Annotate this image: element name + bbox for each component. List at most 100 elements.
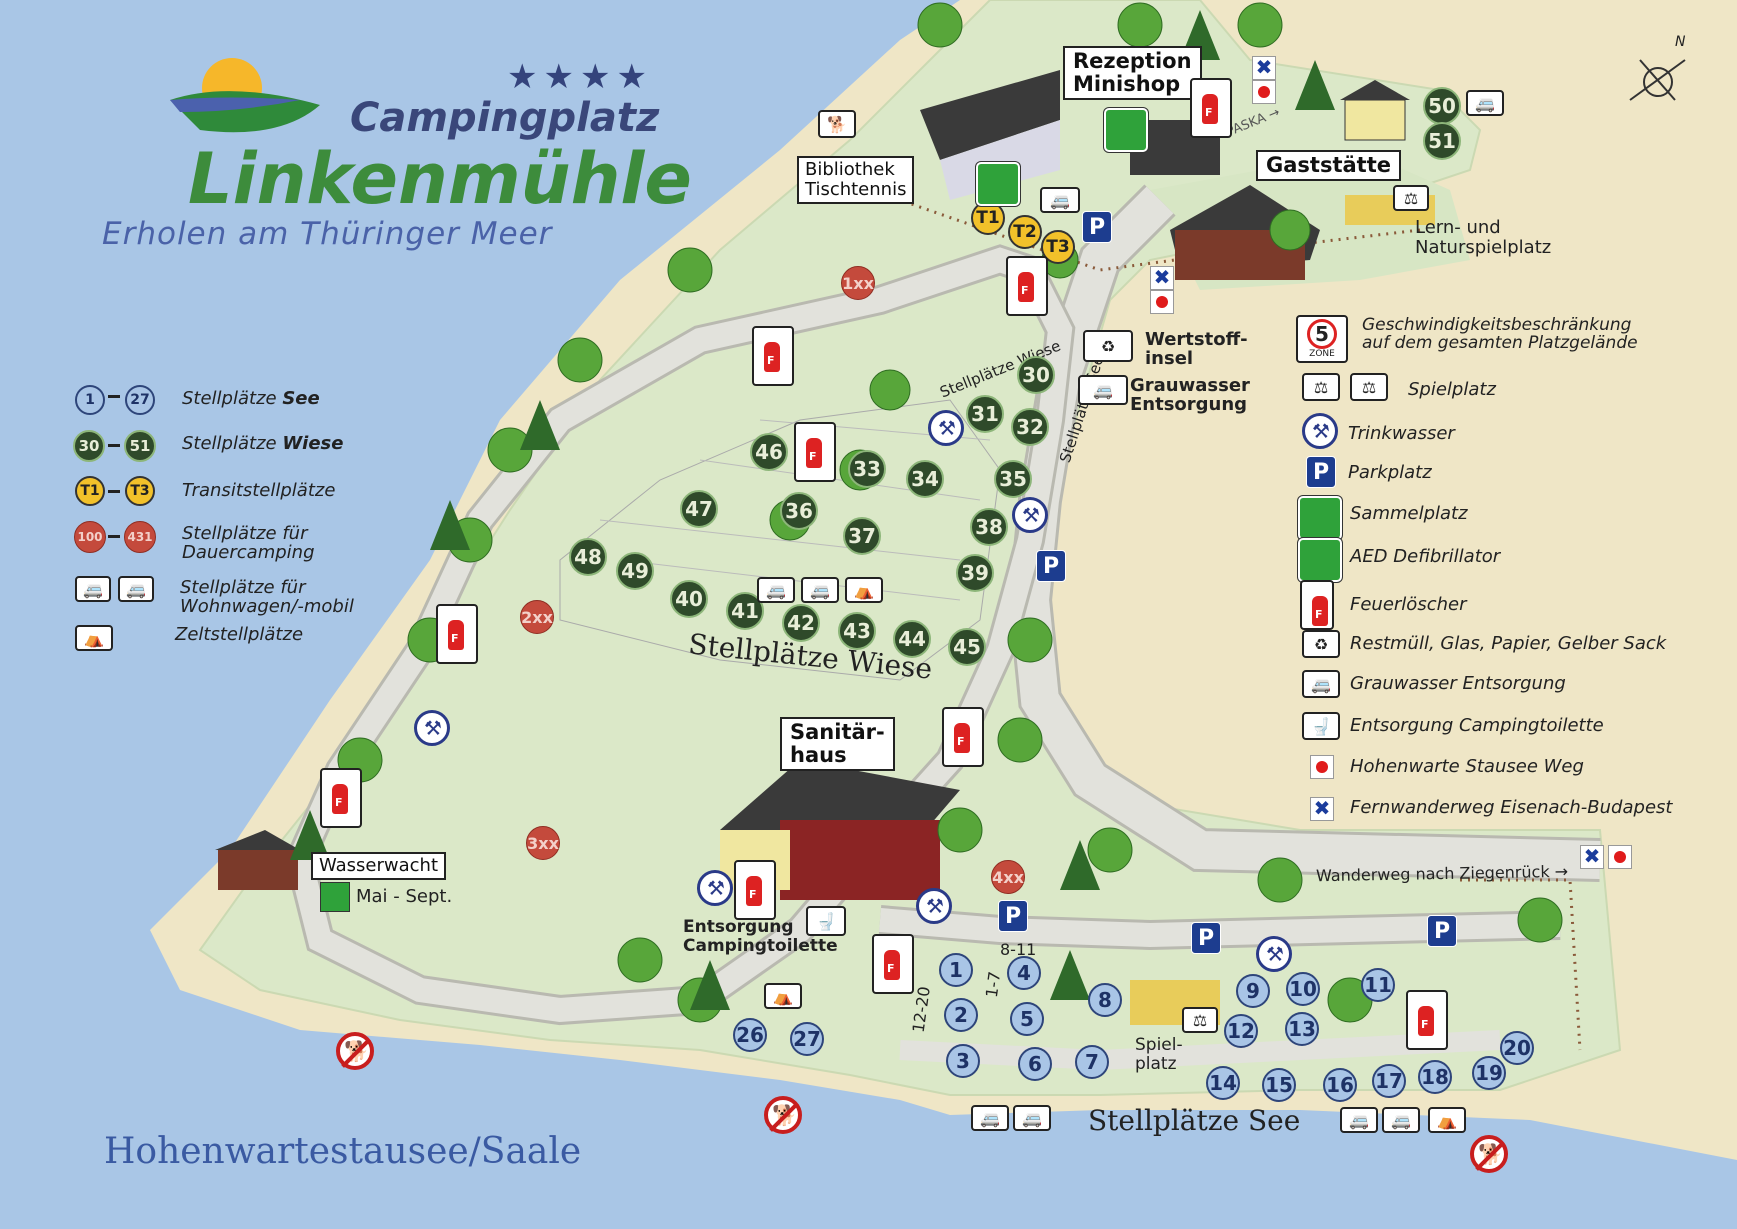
pitch-see[interactable]: 12 [1224,1014,1258,1048]
pitch-wiese[interactable]: 43 [838,612,876,650]
pitch-wiese[interactable]: 30 [1017,356,1055,394]
pitch-see[interactable]: 11 [1361,968,1395,1002]
extinguisher-icon [942,707,984,767]
entsorgung-label: Entsorgung Campingtoilette [683,917,838,956]
extinguisher-icon [734,860,776,920]
tap-icon [697,870,733,906]
pitch-wiese[interactable]: 34 [906,460,944,498]
pitch-see[interactable]: 8 [1088,983,1122,1017]
pitch-dauercamping[interactable]: 4xx [991,860,1025,894]
pitch-wiese[interactable]: 35 [994,460,1032,498]
sun-logo-icon [170,58,320,133]
playground-icon: ⚖ [1182,1007,1218,1033]
pitch-dauercamping[interactable]: 1xx [841,266,875,300]
pitch-wiese[interactable]: 38 [970,508,1008,546]
pitch-see[interactable]: 6 [1018,1047,1052,1081]
pitch-see[interactable]: 18 [1418,1060,1452,1094]
legend-dauer-text: Stellplätze für Dauercamping [182,523,315,563]
legend-see-to: 27 [125,385,155,415]
parking-icon: P [1306,456,1336,488]
pitch-see[interactable]: 17 [1372,1064,1406,1098]
pitch-see[interactable]: 16 [1323,1068,1357,1102]
tap-icon [1256,936,1292,972]
pitch-see[interactable]: 14 [1206,1066,1240,1100]
no-dog-icon [336,1032,374,1070]
reception-label: Rezeption Minishop [1063,46,1202,100]
pitch-see[interactable]: 10 [1286,972,1320,1006]
no-dog-icon [1470,1135,1508,1173]
pitch-see[interactable]: 5 [1010,1002,1044,1036]
pitch-wiese[interactable]: 40 [670,580,708,618]
pitch-see[interactable]: 15 [1262,1068,1296,1102]
legend-dash [108,444,120,447]
pitch-dauercamping[interactable]: 3xx [526,826,560,860]
lern-spielplatz-label: Lern- und Naturspielplatz [1415,217,1552,258]
pitch-see[interactable]: 2 [944,998,978,1032]
range-1-7: 1-7 [981,970,1005,999]
pitch-transit[interactable]: T2 [1008,215,1042,249]
pitch-see[interactable]: 9 [1236,974,1270,1008]
pitch-see[interactable]: 27 [790,1022,824,1056]
grauwasser-icon: 🚐 [1078,375,1128,405]
pitch-wiese[interactable]: 49 [616,552,654,590]
tent-icon: ⛺ [1428,1107,1466,1133]
legend-dash [108,395,120,398]
parking-icon: P [1082,211,1112,243]
caravan-icon: 🚐 [971,1105,1009,1131]
hohenwarte-icon [1310,755,1334,779]
pitch-wiese[interactable]: 39 [956,554,994,592]
brand-title-main: Linkenmühle [188,138,692,220]
tent-icon: ⛺ [845,577,883,603]
shed-building [1340,80,1410,141]
legend-feuerloescher-text: Feuerlöscher [1350,594,1467,615]
tree-icon [337,2,1563,1023]
pitch-wiese[interactable]: 51 [1423,122,1461,160]
toilet-disposal-icon: 🚽 [1302,712,1340,740]
pitch-see[interactable]: 20 [1500,1031,1534,1065]
range-8-11: 8-11 [1000,940,1037,959]
hohenwarte-icon [1608,845,1632,869]
pitch-wiese[interactable]: 42 [782,604,820,642]
pitch-wiese[interactable]: 41 [726,592,764,630]
legend-sammelplatz-text: Sammelplatz [1350,503,1468,524]
pitch-wiese[interactable]: 44 [893,620,931,658]
pitch-see[interactable]: 7 [1075,1045,1109,1079]
road-see-lower [899,1030,1501,1071]
pitch-wiese[interactable]: 36 [780,492,818,530]
lake-label: Hohenwartestausee/Saale [104,1131,582,1172]
pitch-wiese[interactable]: 33 [848,450,886,488]
pitch-see[interactable]: 3 [946,1044,980,1078]
pitch-transit[interactable]: T1 [971,201,1005,235]
wasserwacht-hours: Mai - Sept. [356,886,453,907]
assembly-icon [976,162,1020,206]
extinguisher-icon [1406,990,1448,1050]
hohenwarte-icon [1252,80,1276,104]
parking-icon: P [1036,550,1066,582]
pitch-see[interactable]: 13 [1285,1012,1319,1046]
pitch-wiese[interactable]: 45 [948,628,986,666]
legend-see-text: Stellplätze See [182,388,320,409]
pitch-dauercamping[interactable]: 2xx [520,600,554,634]
pitch-wiese[interactable]: 31 [966,395,1004,433]
pitch-wiese[interactable]: 32 [1011,408,1049,446]
extinguisher-icon [1006,256,1048,316]
pitch-see[interactable]: 19 [1472,1056,1506,1090]
legend-wiese-to: 51 [124,430,156,462]
pitch-see[interactable]: 1 [939,953,973,987]
grauwasser-label: Grauwasser Entsorgung [1130,375,1250,415]
legend-trinkwasser-text: Trinkwasser [1348,423,1455,444]
legend-muell-text: Restmüll, Glas, Papier, Gelber Sack [1350,633,1667,654]
pitch-wiese[interactable]: 37 [843,517,881,555]
legend-grauwasser-text: Grauwasser Entsorgung [1350,673,1566,694]
pitch-wiese[interactable]: 48 [569,538,607,576]
pitch-see[interactable]: 26 [733,1018,767,1052]
pitch-wiese[interactable]: 50 [1423,87,1461,125]
pitch-see[interactable]: 4 [1007,956,1041,990]
legend-spielplatz-text: Spielplatz [1408,379,1496,400]
speed-zone-icon: 5 ZONE [1296,315,1348,363]
extinguisher-icon [1190,78,1232,138]
pitch-wiese[interactable]: 46 [750,433,788,471]
legend-wohnwagen-text: Stellplätze für Wohnwagen/-mobil [180,577,354,617]
pitch-wiese[interactable]: 47 [680,490,718,528]
legend-aed-text: AED Defibrillator [1350,546,1501,567]
